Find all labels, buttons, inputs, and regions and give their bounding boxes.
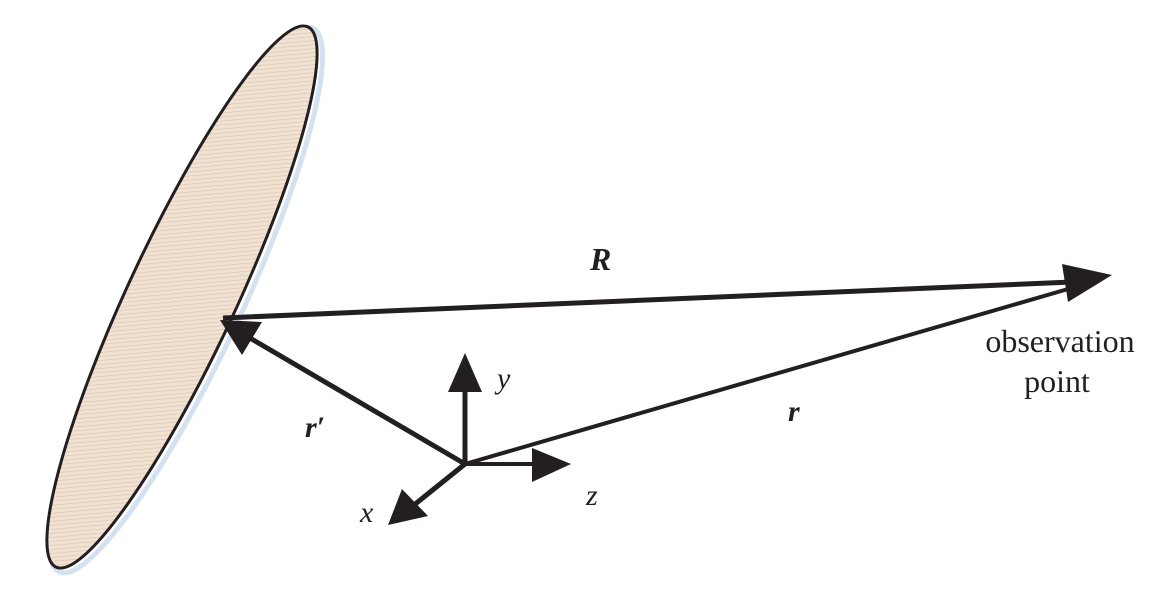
label-observation-line2: point <box>1024 363 1090 399</box>
label-R: R <box>589 241 611 277</box>
vector-r-prime <box>220 320 467 467</box>
label-x-axis: x <box>359 496 374 529</box>
y-axis-arrowhead <box>448 353 482 392</box>
vector-r-prime-arrowhead <box>220 320 262 355</box>
label-y-axis: y <box>494 362 511 395</box>
label-observation-line1: observation <box>985 323 1134 359</box>
aperture-ellipse <box>45 24 319 570</box>
vector-r <box>464 285 1076 466</box>
x-axis-arrowhead <box>388 489 428 525</box>
vector-R <box>222 264 1112 321</box>
coordinate-axes <box>388 353 571 525</box>
label-r: r <box>788 395 800 428</box>
source-aperture <box>45 24 326 576</box>
z-axis <box>465 448 571 482</box>
y-axis <box>448 353 482 464</box>
vector-R-arrowhead <box>1062 264 1112 302</box>
label-z-axis: z <box>585 479 598 512</box>
x-axis <box>388 462 467 525</box>
label-r-prime: r′ <box>305 411 325 444</box>
z-axis-arrowhead <box>532 448 571 482</box>
